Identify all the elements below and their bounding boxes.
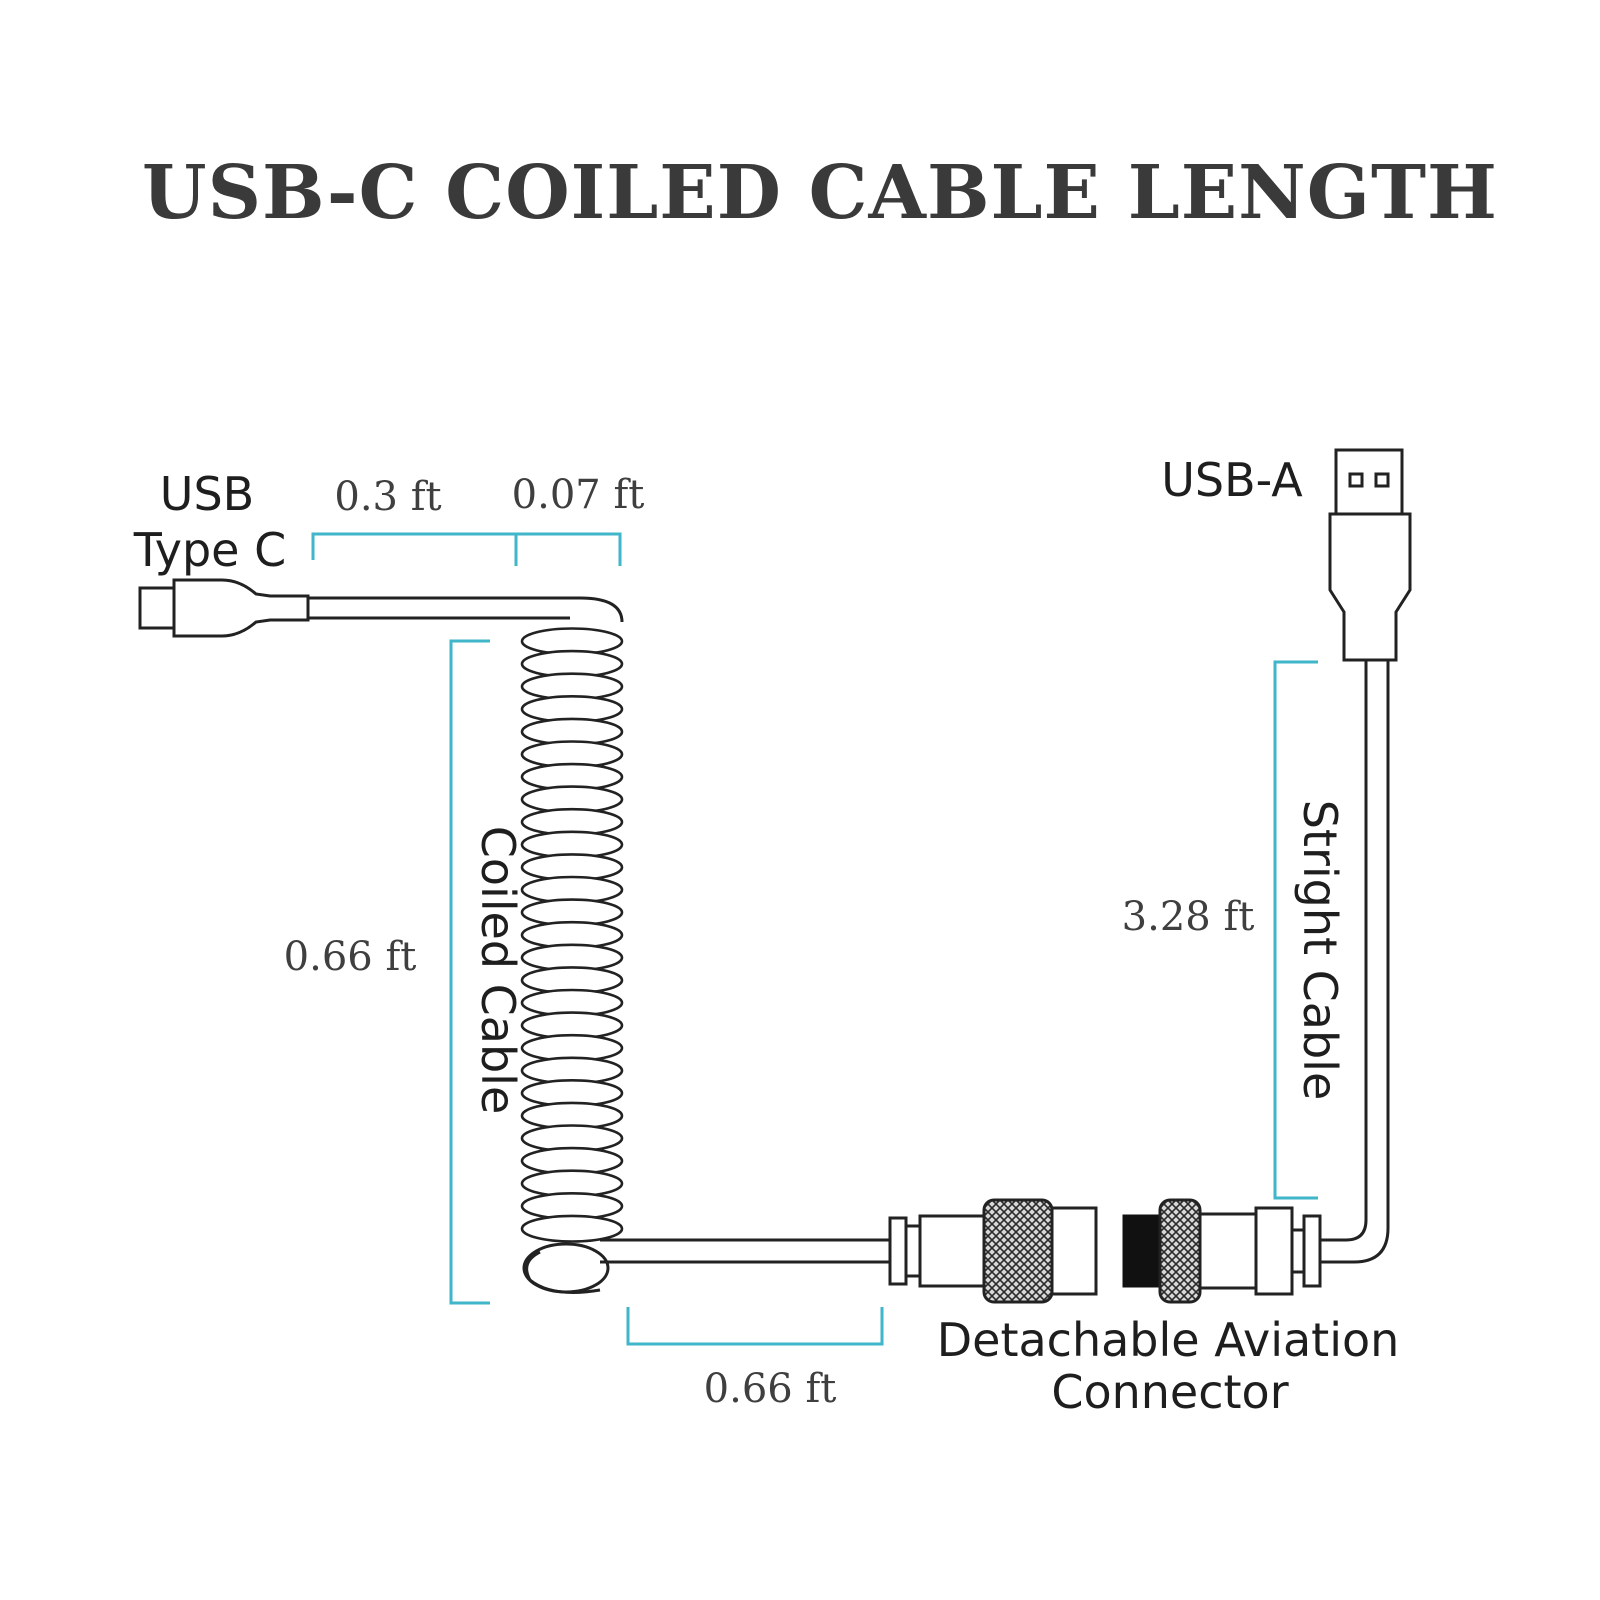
measurement-type-c-straight: 0.3 ft: [334, 474, 441, 520]
measurement-straight-cable: 3.28 ft: [1122, 894, 1255, 940]
usb-a-metal-shell: [1334, 448, 1404, 516]
measurement-coil-to-connector: 0.66 ft: [704, 1366, 837, 1412]
usb-a-hole-left: [1348, 472, 1364, 488]
measurement-coil-top-bend: 0.07 ft: [512, 472, 645, 518]
usb-a-housing: [1328, 512, 1412, 662]
usb-a-plug: [1328, 448, 1412, 662]
male-end-cap: [888, 1216, 908, 1286]
type-c-tip: [138, 586, 176, 630]
bracket-top: [311, 532, 622, 566]
bracket-straight: [1273, 660, 1318, 1200]
straight-cable-outer: [1320, 650, 1368, 1242]
coiled-cable-label: Coiled Cable: [471, 826, 525, 1115]
usb-a-label: USB-A: [1161, 453, 1303, 507]
usb-type-c-label-line1: USB: [160, 467, 254, 521]
measurement-coil-length: 0.66 ft: [284, 934, 417, 980]
female-sleeve: [1198, 1212, 1258, 1290]
aviation-connector-female: [1122, 1198, 1322, 1304]
male-threaded-end: [1050, 1206, 1098, 1296]
straight-cable-label: Stright Cable: [1293, 800, 1347, 1101]
type-c-housing: [172, 578, 310, 638]
male-collar: [904, 1224, 922, 1278]
female-knurled-nut: [1158, 1198, 1202, 1304]
bracket-lower: [626, 1307, 884, 1346]
usb-a-hole-right: [1374, 472, 1390, 488]
straight-cable-inner: [1320, 650, 1390, 1264]
female-collar: [1290, 1228, 1306, 1274]
aviation-connector-label-line1: Detachable Aviation: [937, 1313, 1400, 1367]
female-body: [1254, 1206, 1294, 1296]
coil-loop: [520, 1214, 624, 1243]
aviation-connector-male: [888, 1198, 1098, 1304]
coiled-cable-coil: [520, 627, 624, 1294]
female-socket: [1122, 1214, 1164, 1288]
type-c-cable-top: [308, 596, 624, 623]
male-sleeve: [918, 1214, 986, 1288]
female-end-cap: [1302, 1214, 1322, 1288]
page-title: USB-C COILED CABLE LENGTH: [142, 150, 1498, 236]
coil-bottom-loop: [525, 1250, 601, 1294]
usb-type-c-plug: [138, 578, 310, 638]
bracket-coiled: [449, 639, 490, 1305]
usb-type-c-label-line2: Type C: [133, 523, 286, 577]
male-knurled-nut: [982, 1198, 1054, 1304]
aviation-connector-label-line2: Connector: [1051, 1365, 1288, 1419]
